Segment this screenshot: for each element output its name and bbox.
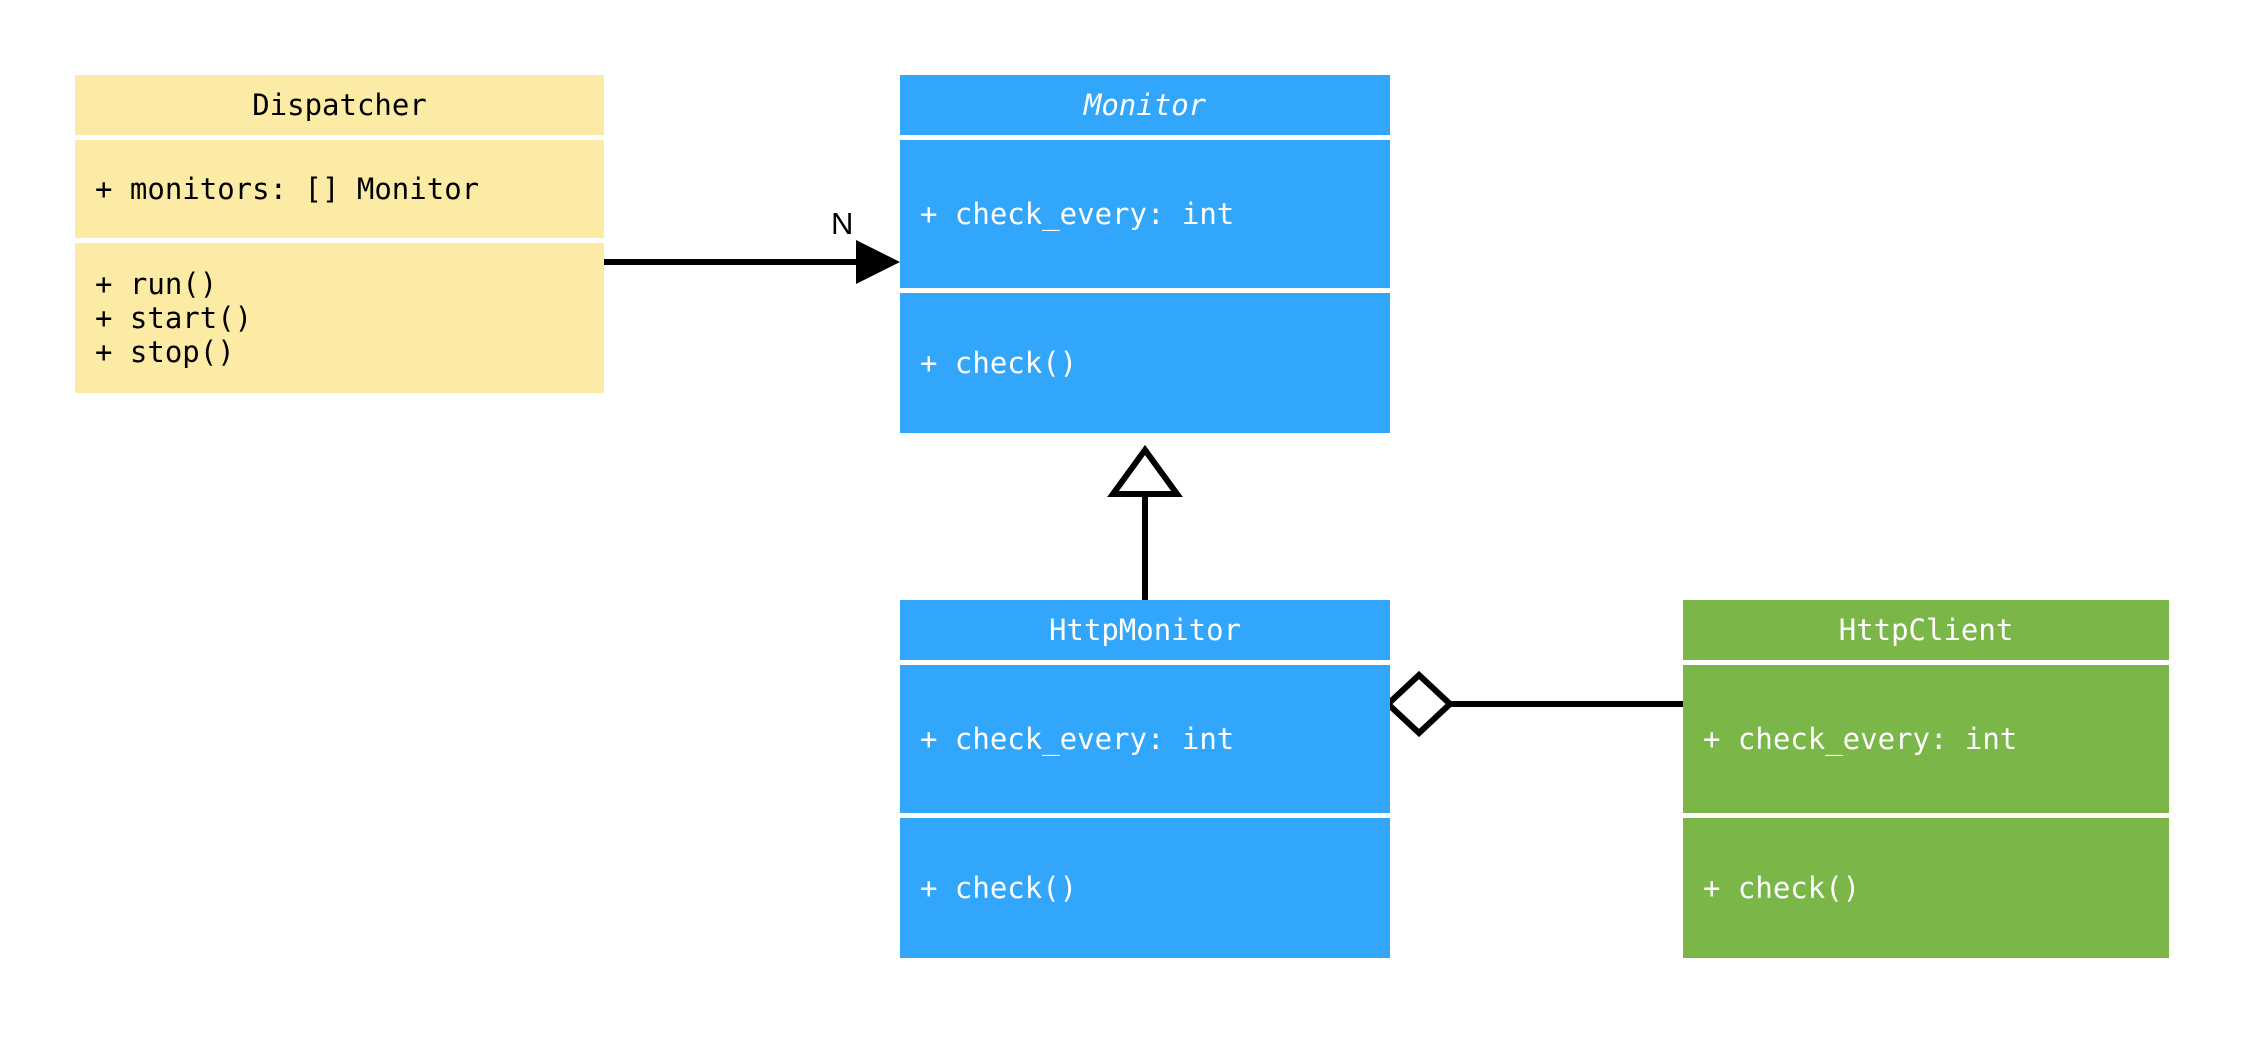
relation-dispatcher-to-monitor — [604, 240, 900, 284]
hollow-triangle-arrowhead-icon — [1107, 444, 1183, 497]
relation-httpmonitor-aggregates-httpclient — [1383, 670, 1683, 738]
method-item: + start() — [95, 301, 253, 335]
attribute-item: + check_every: int — [920, 197, 1235, 231]
method-item: + check() — [920, 346, 1078, 380]
methods-compartment-http-client: + check() — [1683, 818, 2169, 958]
filled-arrowhead-icon — [856, 240, 900, 284]
attributes-compartment-dispatcher: + monitors: [] Monitor — [75, 140, 604, 238]
relation-httpmonitor-inherits-monitor — [1107, 444, 1183, 600]
attributes-compartment-monitor: + check_every: int — [900, 140, 1390, 288]
method-item: + check() — [1703, 871, 1861, 905]
attribute-item: + check_every: int — [1703, 722, 2018, 756]
class-box-dispatcher[interactable]: Dispatcher + monitors: [] Monitor + run(… — [75, 75, 604, 393]
method-item: + run() — [95, 267, 218, 301]
method-item: + check() — [920, 871, 1078, 905]
class-box-http-monitor[interactable]: HttpMonitor + check_every: int + check() — [900, 600, 1390, 958]
class-box-monitor[interactable]: Monitor + check_every: int + check() — [900, 75, 1390, 433]
association-multiplicity-label: N — [831, 206, 854, 241]
class-name-http-monitor: HttpMonitor — [900, 600, 1390, 660]
class-box-http-client[interactable]: HttpClient + check_every: int + check() — [1683, 600, 2169, 958]
class-name-monitor: Monitor — [900, 75, 1390, 135]
methods-compartment-monitor: + check() — [900, 293, 1390, 433]
hollow-diamond-icon — [1383, 670, 1455, 738]
methods-compartment-http-monitor: + check() — [900, 818, 1390, 958]
attributes-compartment-http-client: + check_every: int — [1683, 665, 2169, 813]
class-name-http-client: HttpClient — [1683, 600, 2169, 660]
methods-compartment-dispatcher: + run() + start() + stop() — [75, 243, 604, 393]
attribute-item: + monitors: [] Monitor — [95, 172, 480, 206]
attribute-item: + check_every: int — [920, 722, 1235, 756]
attributes-compartment-http-monitor: + check_every: int — [900, 665, 1390, 813]
class-name-dispatcher: Dispatcher — [75, 75, 604, 135]
method-item: + stop() — [95, 335, 235, 369]
